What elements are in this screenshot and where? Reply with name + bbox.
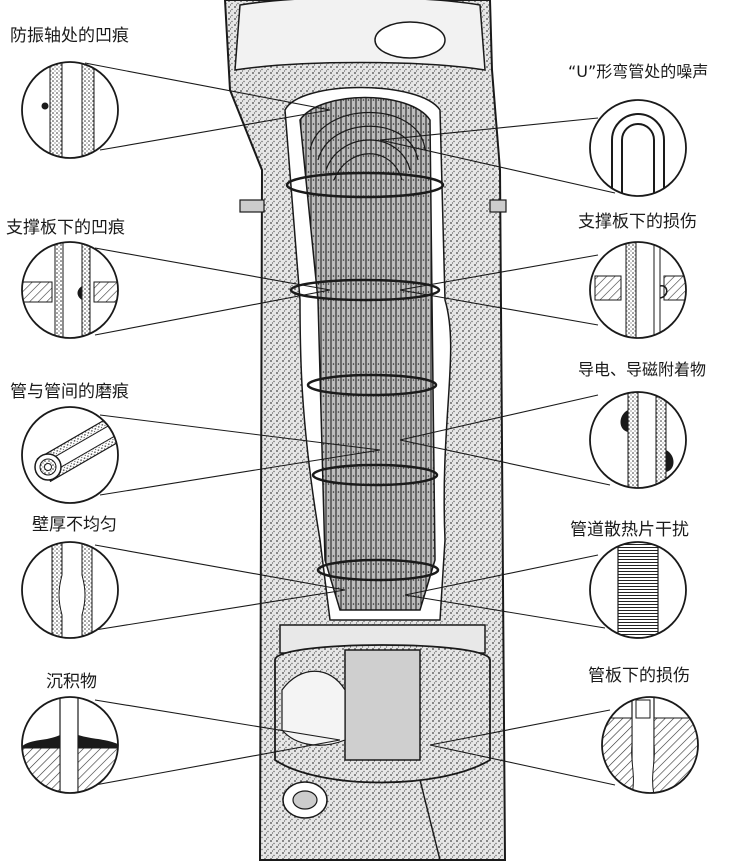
- callout-support-dent: [21, 241, 119, 339]
- callout-fin-interference: [589, 541, 687, 639]
- callout-deposits: [589, 391, 687, 489]
- label-wall-thickness: 壁厚不均匀: [32, 515, 117, 535]
- callout-sludge: [21, 696, 119, 794]
- label-support-plate-dent: 支撑板下的凹痕: [6, 218, 125, 238]
- callout-support-damage: [589, 241, 687, 339]
- label-support-plate-damage: 支撑板下的损伤: [578, 212, 697, 232]
- label-u-bend-noise: “U”形弯管处的噪声: [568, 62, 709, 81]
- callout-tube-wear: [21, 406, 119, 504]
- callout-wall-thickness: [21, 541, 119, 639]
- tube-bundle: [284, 86, 452, 621]
- leader-lines: [84, 62, 616, 786]
- callout-vibration-bar: [21, 61, 119, 159]
- callout-u-bend: [589, 99, 687, 197]
- label-fin-interference: 管道散热片干扰: [570, 520, 689, 540]
- label-tube-to-tube-wear: 管与管间的磨痕: [10, 382, 129, 402]
- support-plates: [285, 171, 445, 582]
- label-sludge: 沉积物: [46, 672, 97, 692]
- label-vibration-bar-dent: 防振轴处的凹痕: [10, 26, 129, 46]
- callout-tubesheet-damage: [601, 696, 699, 794]
- tubesheet-channel-head: [274, 624, 491, 861]
- label-tubesheet-damage: 管板下的损伤: [588, 666, 690, 686]
- label-conductive-deposits: 导电、导磁附着物: [578, 360, 707, 379]
